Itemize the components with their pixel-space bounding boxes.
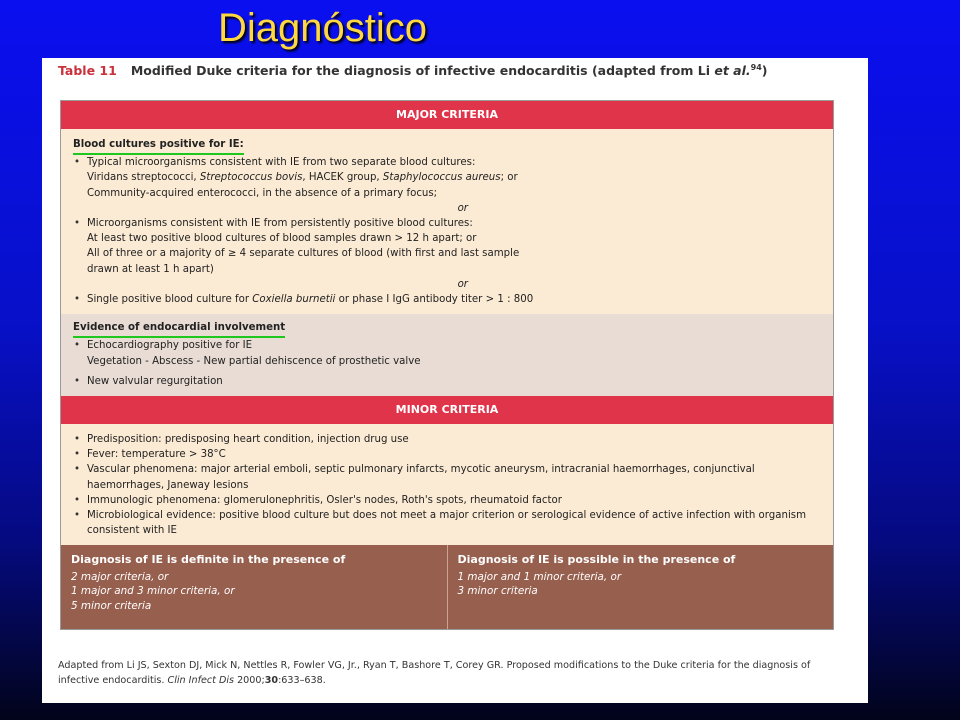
list-item: Immunologic phenomena: glomerulonephriti… (73, 493, 823, 508)
text-run: ; or (500, 172, 518, 184)
text-run: , HACEK group, (302, 172, 383, 184)
criterion-text: major arterial emboli, septic pulmonary … (87, 464, 755, 491)
criterion-text: predisposing heart condition, injection … (161, 434, 409, 446)
footnote-text: Adapted from Li JS, Sexton DJ, Mick N, N… (58, 660, 811, 686)
table-number: Table 11 (58, 63, 117, 79)
blood-cultures-title: Blood cultures positive for IE: (73, 137, 244, 156)
or-separator: or (457, 202, 468, 214)
greater-equal-sign: ≥ (227, 248, 237, 260)
caption-text: Modified Duke criteria for the diagnosis… (130, 63, 710, 79)
criterion-text: temperature > 38°C (118, 449, 226, 461)
caption-et-al: et al. (714, 63, 751, 79)
endocardial-section: Evidence of endocardial involvement Echo… (61, 314, 833, 397)
definite-line: 1 major and 3 minor criteria, or (71, 585, 235, 598)
green-underline (73, 153, 244, 156)
definite-line: 5 minor criteria (71, 599, 152, 612)
definite-diagnosis: Diagnosis of IE is definite in the prese… (61, 545, 447, 629)
item-line: Community-acquired enterococci, in the a… (87, 187, 438, 199)
table-caption: Table 11 Modified Duke criteria for the d… (58, 63, 858, 78)
blood-cultures-title-text: Blood cultures positive for IE (73, 139, 240, 150)
definite-heading: Diagnosis of IE is definite in the prese… (71, 553, 346, 567)
italic-organism: Coxiella burnetii (252, 294, 336, 306)
diagnosis-row: Diagnosis of IE is definite in the prese… (61, 545, 834, 630)
footnote-year: 2000; (234, 675, 265, 686)
item-line: Echocardiography positive for IE (87, 340, 253, 352)
criterion-text: positive blood culture but does not meet… (87, 510, 807, 537)
endocardial-title-text: Evidence of endocardial involvement (73, 322, 286, 334)
item-line: Vegetation - Abscess - New partial dehis… (87, 355, 421, 367)
criterion-label: Immunologic phenomena: (87, 494, 221, 506)
endocardial-title: Evidence of endocardial involvement (73, 320, 286, 339)
text-run: Single positive blood culture for (87, 294, 253, 306)
criteria-table: MAJOR CRITERIA Blood cultures positive f… (60, 100, 834, 631)
caption-ref: 94 (750, 63, 762, 72)
list-item: Vascular phenomena: major arterial embol… (73, 462, 823, 492)
major-criteria-header: MAJOR CRITERIA (61, 101, 833, 129)
document-page: Table 11 Modified Duke criteria for the d… (42, 58, 868, 703)
list-item: Single positive blood culture for Coxiel… (73, 292, 823, 307)
item-line: drawn at least 1 h apart) (87, 263, 214, 275)
caption-close: ) (761, 63, 768, 79)
text-run: All of three or a majority of (87, 248, 228, 260)
item-line: Microorganisms consistent with IE from p… (87, 218, 473, 230)
possible-line: 3 minor criteria (457, 585, 538, 598)
criterion-label: Fever: (87, 449, 119, 461)
list-item: Predisposition: predisposing heart condi… (73, 432, 823, 447)
list-item: Fever: temperature > 38°C (73, 447, 823, 462)
green-underline (73, 336, 286, 339)
blood-cultures-section: Blood cultures positive for IE: Typical … (61, 129, 833, 315)
list-item: New valvular regurgitation (73, 374, 823, 389)
or-separator: or (457, 278, 468, 290)
list-item: Echocardiography positive for IE Vegetat… (73, 338, 823, 368)
slide-title: Diagnóstico (218, 6, 428, 50)
footnote-pages: :633–638. (278, 675, 326, 686)
footnote-journal: Clin Infect Dis (167, 675, 235, 686)
possible-diagnosis: Diagnosis of IE is possible in the prese… (446, 545, 834, 630)
possible-line: 1 major and 1 minor criteria, or (457, 570, 622, 583)
text-run: 4 separate cultures of blood (with first… (236, 248, 520, 260)
criterion-label: Predisposition: (87, 434, 162, 446)
definite-line: 2 major criteria, or (71, 570, 169, 583)
criterion-label: Microbiological evidence: (87, 510, 216, 522)
possible-heading: Diagnosis of IE is possible in the prese… (457, 553, 736, 567)
criterion-text: glomerulonephritis, Osler's nodes, Roth'… (220, 494, 562, 506)
item-line: All of three or a majority of ≥ 4 separa… (87, 246, 823, 261)
item-line: At least two positive blood cultures of … (87, 233, 477, 245)
criterion-label: Vascular phenomena: (87, 464, 198, 476)
italic-organism: Staphylococcus aureus (382, 172, 501, 184)
blood-cultures-title-colon: : (239, 139, 244, 150)
text-run: or phase I IgG antibody titer > 1 : 800 (335, 294, 534, 306)
footnote-volume: 30 (264, 675, 279, 686)
item-line: Viridans streptococci, Streptococcus bov… (87, 170, 823, 185)
item-line: Typical microorganisms consistent with I… (87, 157, 476, 169)
table-footnote: Adapted from Li JS, Sexton DJ, Mick N, N… (58, 658, 853, 688)
list-item: Microbiological evidence: positive blood… (73, 508, 823, 538)
italic-organism: Streptococcus bovis (199, 172, 303, 184)
list-item: Typical microorganisms consistent with I… (73, 155, 823, 201)
text-run: Viridans streptococci, (87, 172, 200, 184)
minor-criteria-header: MINOR CRITERIA (61, 396, 833, 425)
list-item: Microorganisms consistent with IE from p… (73, 216, 823, 277)
minor-criteria-section: Predisposition: predisposing heart condi… (61, 424, 833, 546)
